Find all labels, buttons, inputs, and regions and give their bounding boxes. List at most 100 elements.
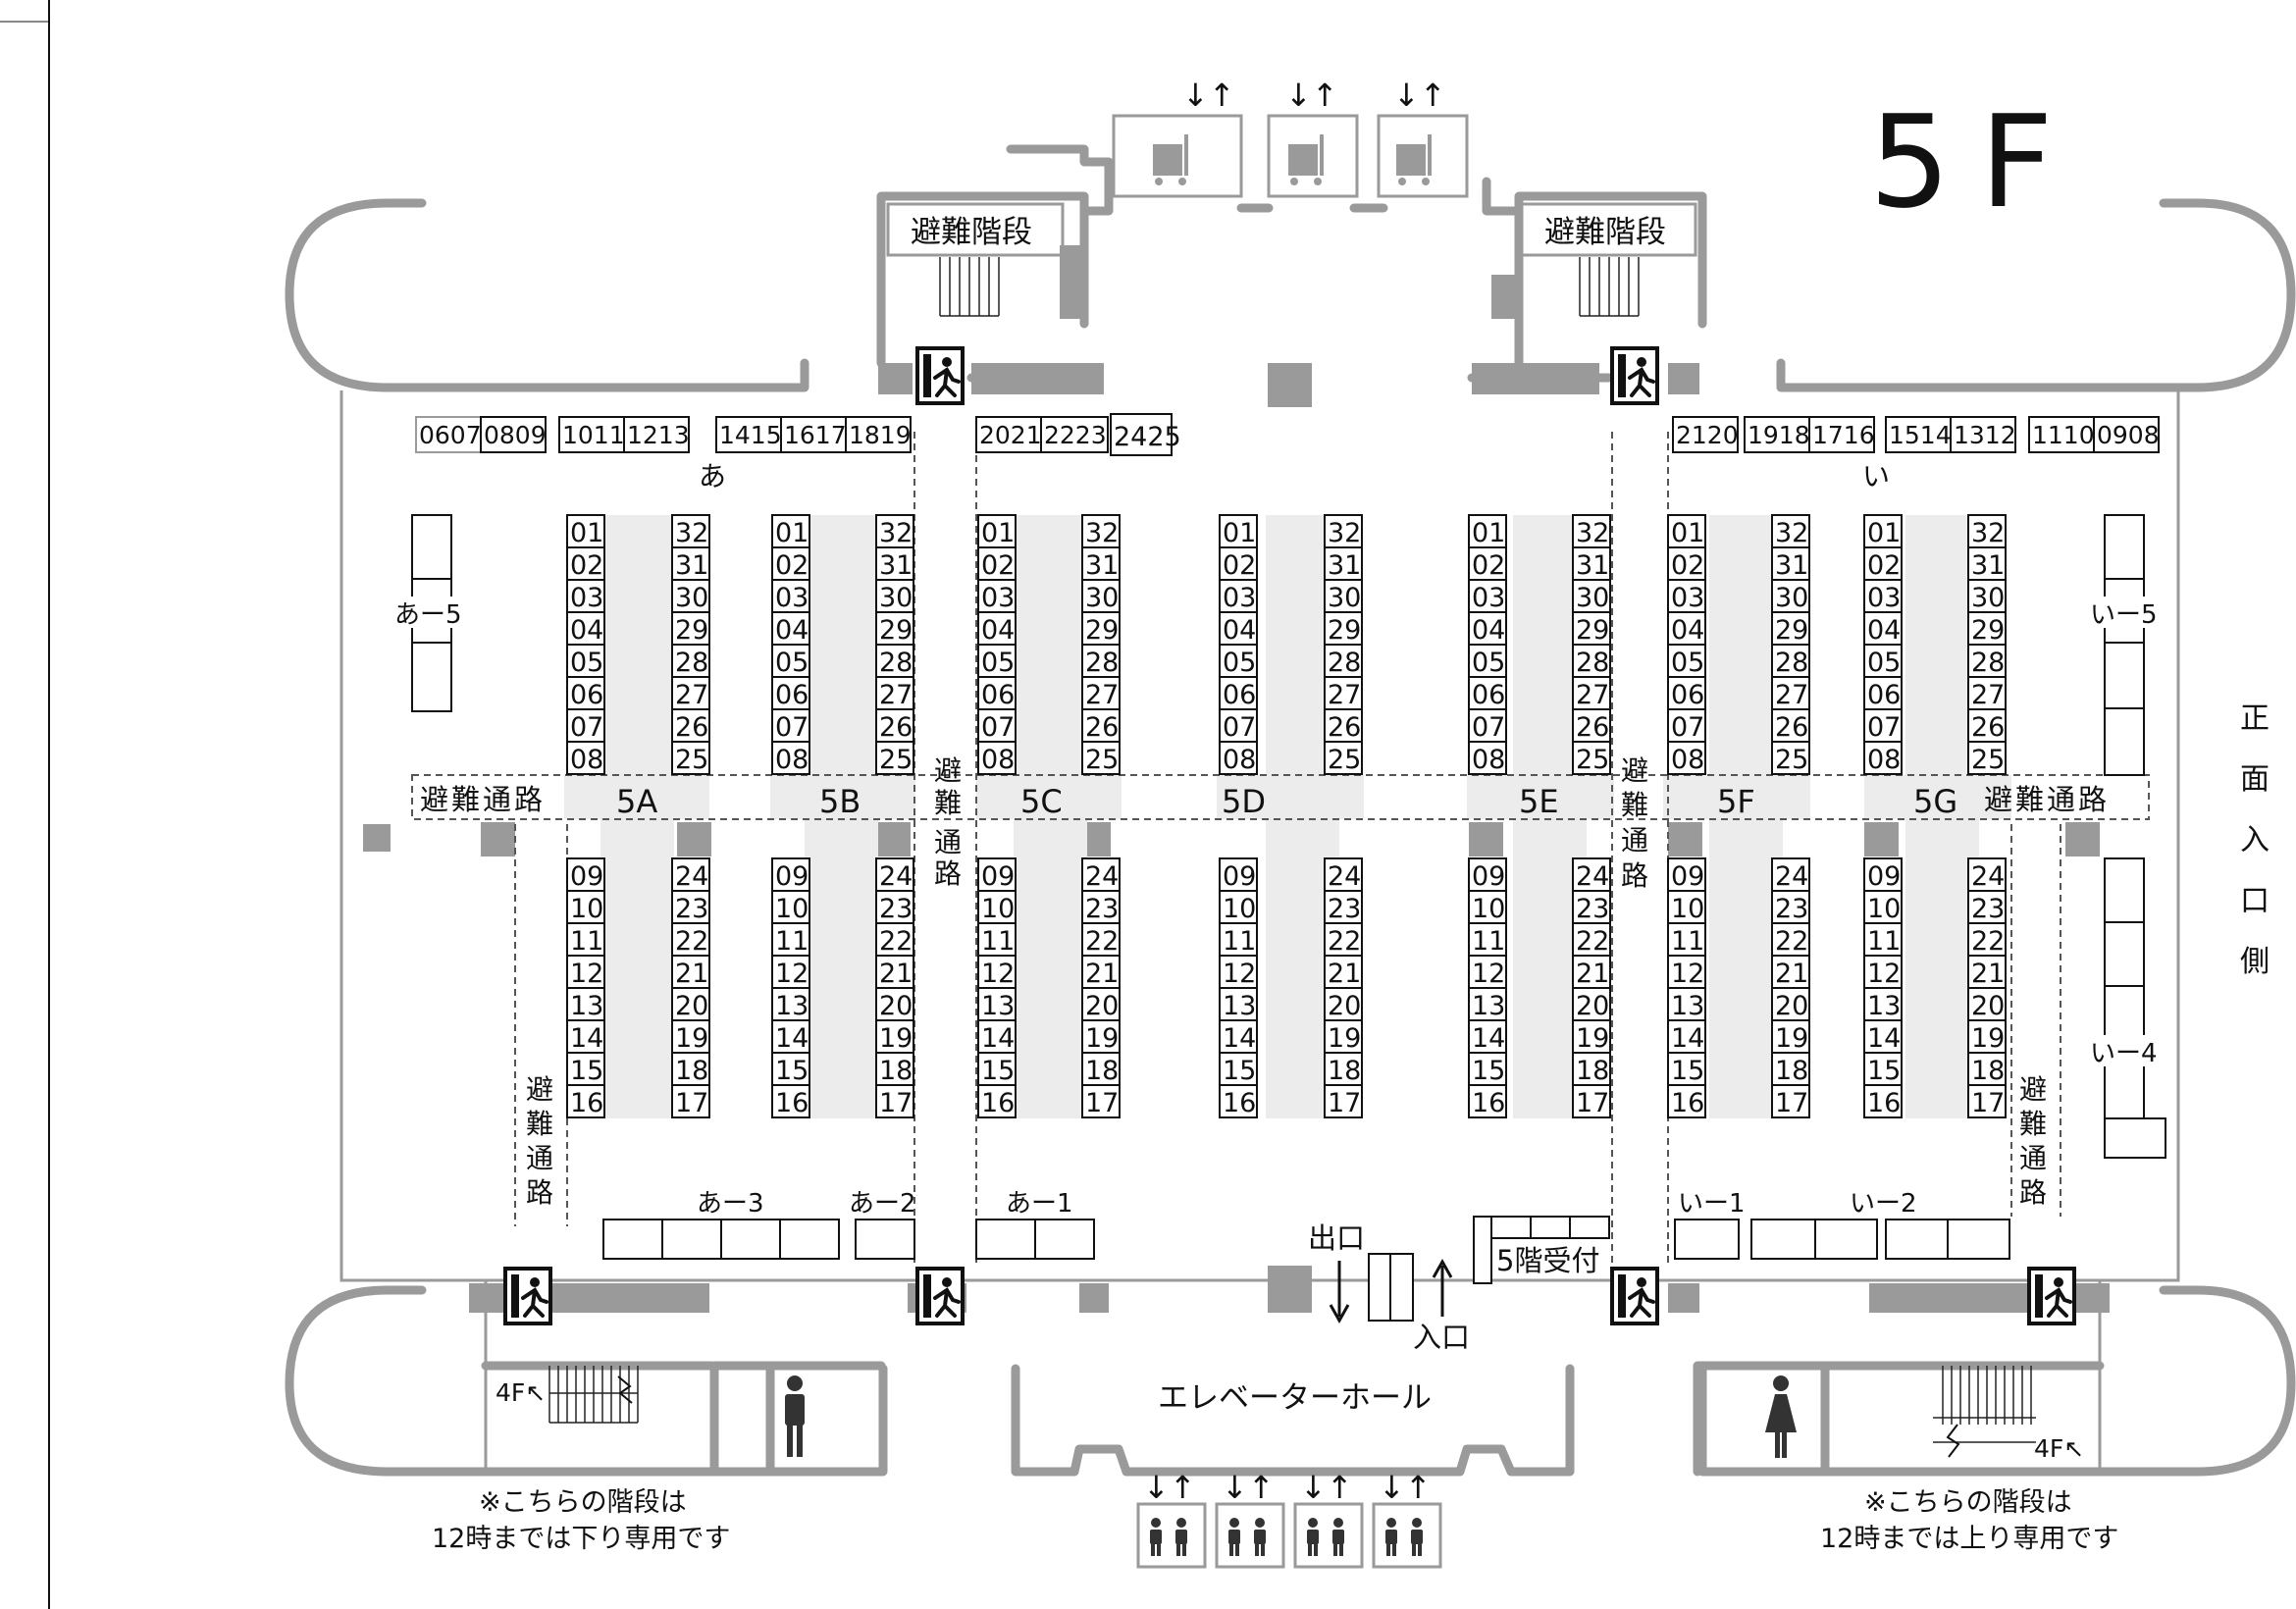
booth-number: 10	[1223, 894, 1256, 924]
booth-cell	[1967, 741, 2007, 775]
svg-text:避: 避	[2019, 1073, 2047, 1106]
booth-cell	[771, 922, 810, 957]
booth-number: 15	[570, 1056, 603, 1086]
elevator-icon: ↓↑	[1300, 1469, 1353, 1556]
booth-number: 13	[775, 991, 809, 1021]
booth-number: 16	[775, 1088, 809, 1118]
booth-number: 07	[775, 712, 809, 743]
booth-cell	[1468, 741, 1507, 775]
booth-number: 13	[570, 991, 603, 1021]
booth-number: 07	[1867, 712, 1901, 743]
svg-text:通: 通	[2019, 1142, 2047, 1174]
booth-cell	[671, 890, 710, 924]
booth-number: 09	[1472, 861, 1505, 892]
booth-number: 05	[775, 648, 809, 678]
booth-cell	[1667, 611, 1706, 646]
bottom-row-booths: あー3 あー2 あー1 いー1 いー2	[602, 1189, 2010, 1260]
booth-cell	[1967, 1052, 2007, 1086]
svg-text:1415: 1415	[719, 421, 782, 449]
booth-number: 14	[1472, 1023, 1505, 1054]
booth-number: 19	[1328, 1023, 1361, 1054]
booth-number: 25	[1576, 745, 1609, 775]
svg-text:5D: 5D	[1222, 783, 1266, 820]
booth-cell	[771, 1019, 810, 1054]
svg-text:1213: 1213	[627, 421, 690, 449]
booth-number: 25	[1775, 745, 1808, 775]
booth-number: 04	[570, 615, 603, 646]
stair-right: 4F↖	[1933, 1366, 2084, 1463]
booth-cell	[1863, 676, 1903, 710]
booth-cell	[1771, 579, 1810, 613]
booth-number: 14	[1867, 1023, 1901, 1054]
booth-cell	[1771, 708, 1810, 743]
booth-number: 05	[981, 648, 1015, 678]
booth-cell	[1324, 676, 1363, 710]
booth-number: 20	[879, 991, 913, 1021]
booth-number: 27	[1775, 680, 1808, 710]
booth-cell	[875, 741, 914, 775]
booth-number: 15	[981, 1056, 1015, 1086]
booth-number: 23	[675, 894, 708, 924]
booth-number: 21	[1971, 959, 2005, 989]
booth-number: 20	[1328, 991, 1361, 1021]
side-booth-i4: いー4	[2088, 857, 2166, 1159]
booth-number: 06	[1223, 680, 1256, 710]
booth-cell	[977, 708, 1017, 743]
booth-number: 26	[1085, 712, 1119, 743]
svg-text:5C: 5C	[1020, 783, 1063, 820]
booth-number: 12	[1223, 959, 1256, 989]
booth-number: 09	[775, 861, 809, 892]
svg-text:0809: 0809	[484, 421, 547, 449]
evac-path-label: 避難通路	[1984, 783, 2110, 816]
booth-number: 03	[1671, 583, 1704, 613]
entrance-label: 入口	[1413, 1321, 1470, 1354]
booth-number: 01	[1671, 518, 1704, 548]
svg-text:1312: 1312	[1954, 421, 2016, 449]
booth-cell	[771, 1052, 810, 1086]
booth-cell	[977, 922, 1017, 957]
booth-number: 04	[981, 615, 1015, 646]
womens-restroom-icon	[1765, 1375, 1797, 1458]
booth-cell	[875, 708, 914, 743]
evac-stair-label: 避難階段	[911, 215, 1032, 250]
booth-cell	[1219, 708, 1258, 743]
booth-cell	[977, 514, 1017, 548]
svg-text:避: 避	[1621, 754, 1648, 787]
top-row-i: 2120 1918 1716 1514 1312 1110 0908	[1672, 416, 2160, 453]
svg-text:0607: 0607	[419, 421, 482, 449]
booth-number: 01	[1223, 518, 1256, 548]
booth-cell	[1468, 955, 1507, 989]
booth-number: 20	[1576, 991, 1609, 1021]
svg-text:路: 路	[526, 1176, 553, 1209]
svg-text:0908: 0908	[2097, 421, 2160, 449]
booth-number: 19	[675, 1023, 708, 1054]
island-codes: 5A 5B 5C 5D 5E 5F 5G	[616, 783, 1957, 820]
booth-cell	[1771, 1084, 1810, 1118]
booth-cell	[1324, 546, 1363, 581]
booth-cell	[566, 676, 605, 710]
booth-cell	[1863, 857, 1903, 892]
booth-number: 29	[1775, 615, 1808, 646]
elevator-icon: ↓↑	[1379, 1469, 1432, 1556]
booth-number: 07	[1223, 712, 1256, 743]
booth-number: 11	[1671, 926, 1704, 957]
booth-cell	[566, 741, 605, 775]
zone-i-label: い	[1862, 460, 1890, 493]
booth-cell	[771, 987, 810, 1021]
booth-number: 25	[675, 745, 708, 775]
booth-number: 13	[1671, 991, 1704, 1021]
booth-number: 17	[879, 1088, 913, 1118]
booth-number: 08	[1671, 745, 1704, 775]
svg-text:難: 難	[934, 787, 962, 819]
evac-stair-label: 避難階段	[1544, 215, 1666, 250]
booth-cell	[771, 676, 810, 710]
booth-number: 22	[1775, 926, 1808, 957]
booth-cell	[566, 857, 605, 892]
booth-number: 14	[775, 1023, 809, 1054]
booth-number: 06	[570, 680, 603, 710]
booth-number: 12	[1472, 959, 1505, 989]
exit-label: 出口	[1308, 1221, 1365, 1255]
booth-cell	[1081, 1019, 1121, 1054]
emergency-exit-icon	[2027, 1267, 2076, 1325]
svg-text:路: 路	[1621, 859, 1648, 892]
